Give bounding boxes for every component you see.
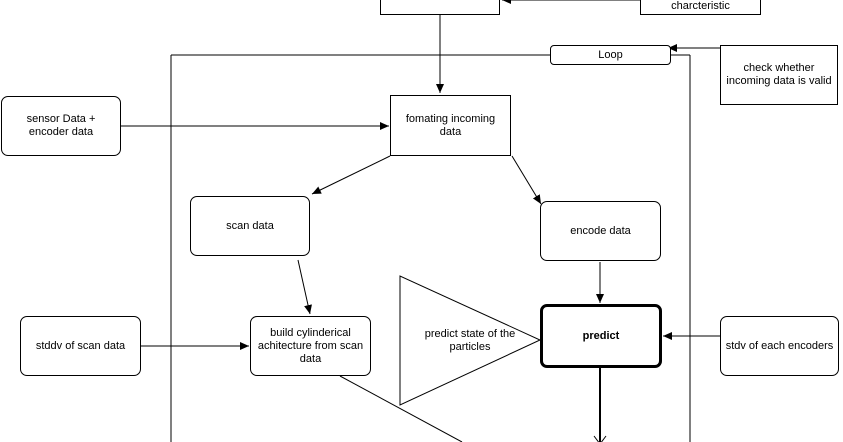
- arrowhead-predict-outgoing: [593, 435, 607, 442]
- predict-state-triangle: [399, 275, 542, 406]
- scan-data-box: scan data: [190, 196, 310, 256]
- edge-scan-to-build: [297, 259, 312, 315]
- edge-build-outgoing: [339, 375, 463, 442]
- sensor-data-box: sensor Data + encoder data: [1, 96, 121, 156]
- stdv-encoders-box: stdv of each encoders: [720, 316, 839, 376]
- charcteristic-box: charcteristic: [640, 0, 761, 15]
- encode-data-box: encode data: [540, 201, 661, 261]
- build-cylinder-box: build cylinderical achitecture from scan…: [250, 316, 371, 376]
- check-valid-box: check whether incoming data is valid: [720, 45, 838, 105]
- loop-box: Loop: [550, 45, 671, 65]
- stddv-scan-box: stddv of scan data: [20, 316, 141, 376]
- formating-box: fomating incoming data: [390, 95, 511, 156]
- predict-box: predict: [540, 304, 662, 368]
- edge-formating-to-encode: [511, 155, 542, 205]
- edge-formating-to-scan: [311, 155, 391, 195]
- predict-state-label: predict state of the particles: [424, 328, 516, 353]
- top-box: [380, 0, 500, 15]
